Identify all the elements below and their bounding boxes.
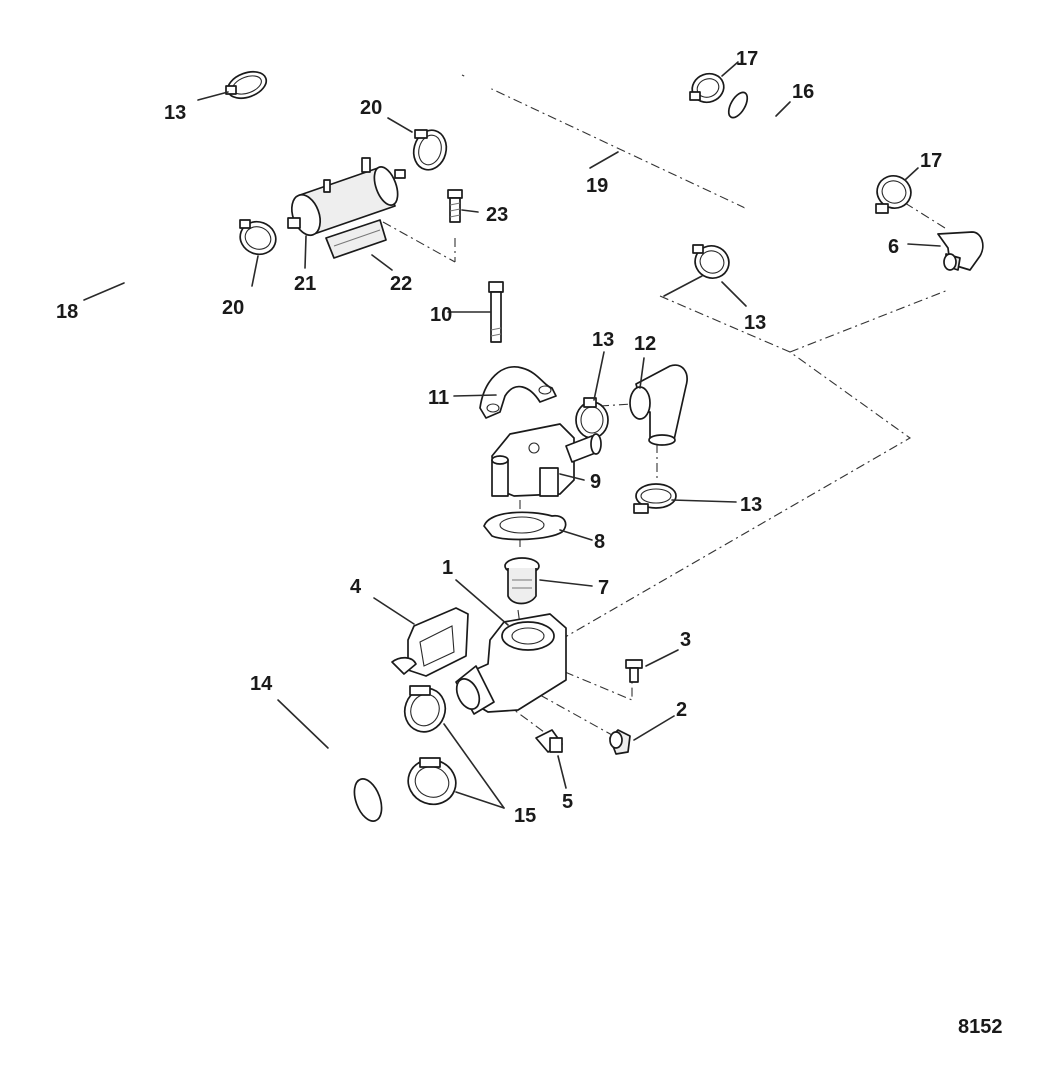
callout-2: 2 [676, 699, 688, 721]
part-2-plug [609, 729, 631, 755]
callout-17-upper: 17 [736, 48, 759, 70]
callout-16: 16 [792, 81, 815, 103]
callout-18: 18 [56, 301, 79, 323]
part-13-hose-clamp-lower-right [633, 483, 677, 514]
callout-22: 22 [390, 273, 413, 295]
part-15-hose-clamp-lower [407, 757, 457, 806]
part-4-rect-gasket [391, 607, 469, 677]
callout-13-top-left: 13 [164, 102, 187, 124]
callout-19: 19 [586, 175, 609, 197]
callout-6: 6 [888, 236, 900, 258]
callout-3: 3 [680, 629, 692, 651]
part-6-elbow-fitting [937, 231, 984, 271]
callout-13-right: 13 [744, 312, 767, 334]
part-17-hose-clamp-upper [689, 72, 725, 104]
callout-10: 10 [430, 304, 453, 326]
part-13-hose-clamp-right [692, 244, 730, 279]
part-11-saddle-clamp [479, 366, 557, 419]
part-22-bracket [325, 219, 387, 259]
callout-5: 5 [562, 791, 574, 813]
part-8-gasket [483, 511, 567, 541]
part-15-hose-clamp-upper [403, 685, 447, 733]
callout-12: 12 [634, 333, 657, 355]
callout-7: 7 [598, 577, 610, 599]
leader-lines [83, 61, 941, 809]
part-14-elbow-hose [298, 704, 417, 864]
part-20-hose-clamp-upper [412, 129, 448, 171]
callout-8: 8 [594, 531, 606, 553]
part-10-long-bolt [488, 281, 504, 343]
callout-23: 23 [486, 204, 509, 226]
part-19-long-hose [443, 48, 776, 283]
callout-15: 15 [514, 805, 537, 827]
part-13-hose-clamp-top-left [225, 70, 268, 100]
callout-11: 11 [428, 387, 450, 409]
part-18-u-hose [111, 87, 329, 297]
part-23-screw [447, 189, 463, 223]
part-20-hose-clamp-lower [239, 219, 277, 256]
callout-13-lower-right: 13 [740, 494, 763, 516]
callout-14: 14 [250, 673, 273, 695]
callout-21: 21 [294, 273, 317, 295]
part-21-cylinder-body [287, 157, 406, 237]
callout-1: 1 [442, 557, 454, 579]
part-7-thermostat [504, 557, 540, 605]
part-1-housing [455, 613, 567, 715]
callout-20-lower: 20 [222, 297, 245, 319]
callout-20-upper: 20 [360, 97, 383, 119]
part-3-screw [625, 659, 643, 683]
callout-4: 4 [350, 576, 362, 598]
part-9-thermostat-housing [491, 423, 602, 497]
part-17-hose-clamp-lower [875, 175, 912, 214]
callout-9: 9 [590, 471, 602, 493]
part-13-hose-clamp-center [575, 397, 609, 439]
callout-13-center: 13 [592, 329, 615, 351]
figure-number: 8152 [958, 1016, 1003, 1038]
part-5-fitting [535, 729, 563, 753]
callout-17-lower: 17 [920, 150, 943, 172]
part-16-straight-hose [727, 91, 881, 195]
part-12-elbow-fitting [629, 364, 688, 446]
